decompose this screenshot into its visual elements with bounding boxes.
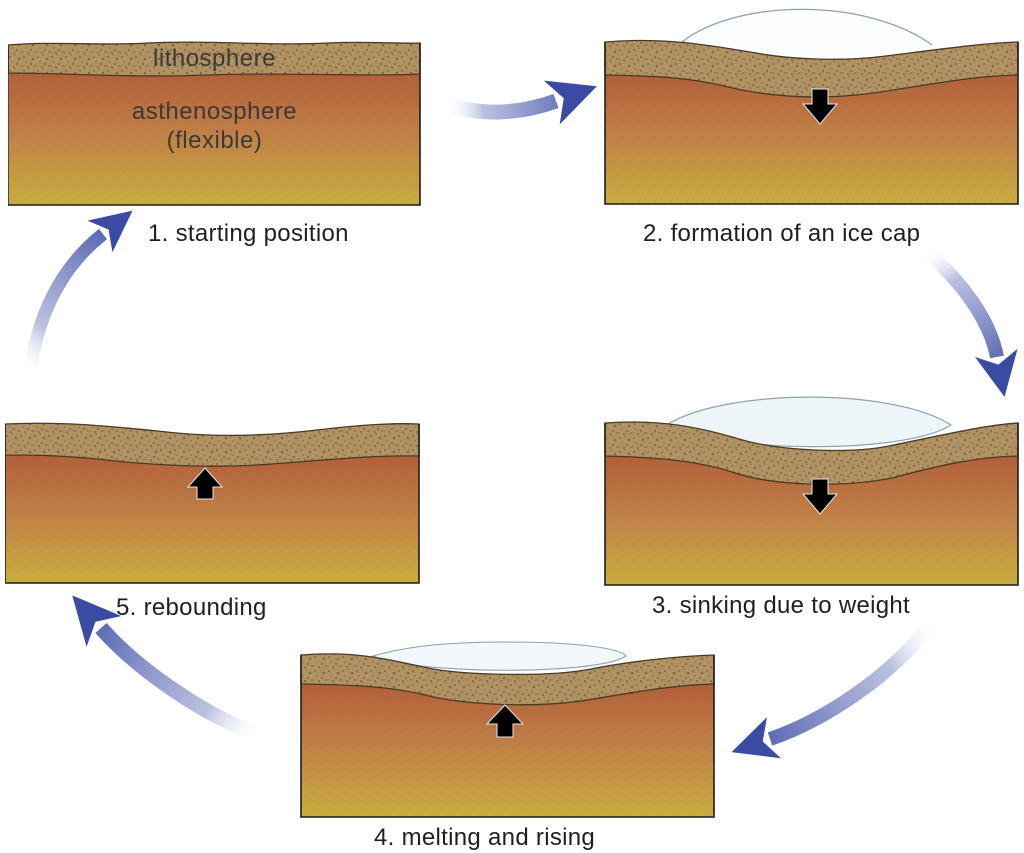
uplift-up-arrow-icon — [485, 704, 525, 738]
panel-stage-2 — [604, 5, 1019, 205]
uplift-up-arrow-icon — [186, 467, 224, 500]
panel-frame — [5, 424, 420, 584]
panel-frame — [300, 655, 715, 818]
curved-arrow-2-to-3-icon — [921, 245, 1018, 397]
stage-5-caption: 5. rebounding — [116, 594, 267, 621]
ice-cap — [682, 9, 932, 55]
asthenosphere-texture — [301, 684, 714, 817]
subsidence-down-arrow-icon — [801, 478, 839, 515]
stage-3-caption: 3. sinking due to weight — [652, 592, 911, 619]
curved-arrow-1-to-2-icon — [442, 80, 597, 125]
asthenosphere-texture — [9, 73, 420, 205]
curved-arrow-5-to-1-icon — [23, 210, 133, 377]
panel-stage-3 — [604, 393, 1019, 587]
lithosphere-label: lithosphere — [153, 45, 276, 72]
panel-frame — [604, 42, 1019, 205]
lithosphere-layer — [8, 41, 421, 77]
panel-frame — [604, 423, 1019, 586]
asthenosphere-texture — [5, 455, 419, 583]
melting-ice-sheet — [371, 641, 627, 671]
panel-stage-4 — [299, 640, 715, 818]
stage-1-caption: 1. starting position — [148, 220, 349, 247]
stage-4-caption: 4. melting and rising — [374, 824, 596, 851]
asthenosphere-flexible-label: (flexible) — [166, 127, 263, 154]
curved-arrow-4-to-5-icon — [72, 595, 265, 744]
panel-stage-1 — [8, 40, 421, 206]
ice-cap-outline — [681, 8, 933, 46]
subsidence-down-arrow-icon — [801, 88, 839, 125]
curved-arrow-3-to-4-icon — [731, 616, 939, 759]
panel-stage-5 — [5, 419, 421, 585]
panel-frame — [8, 43, 421, 206]
stage-2-caption: 2. formation of an ice cap — [643, 220, 921, 247]
asthenosphere-label: asthenosphere — [131, 98, 298, 125]
